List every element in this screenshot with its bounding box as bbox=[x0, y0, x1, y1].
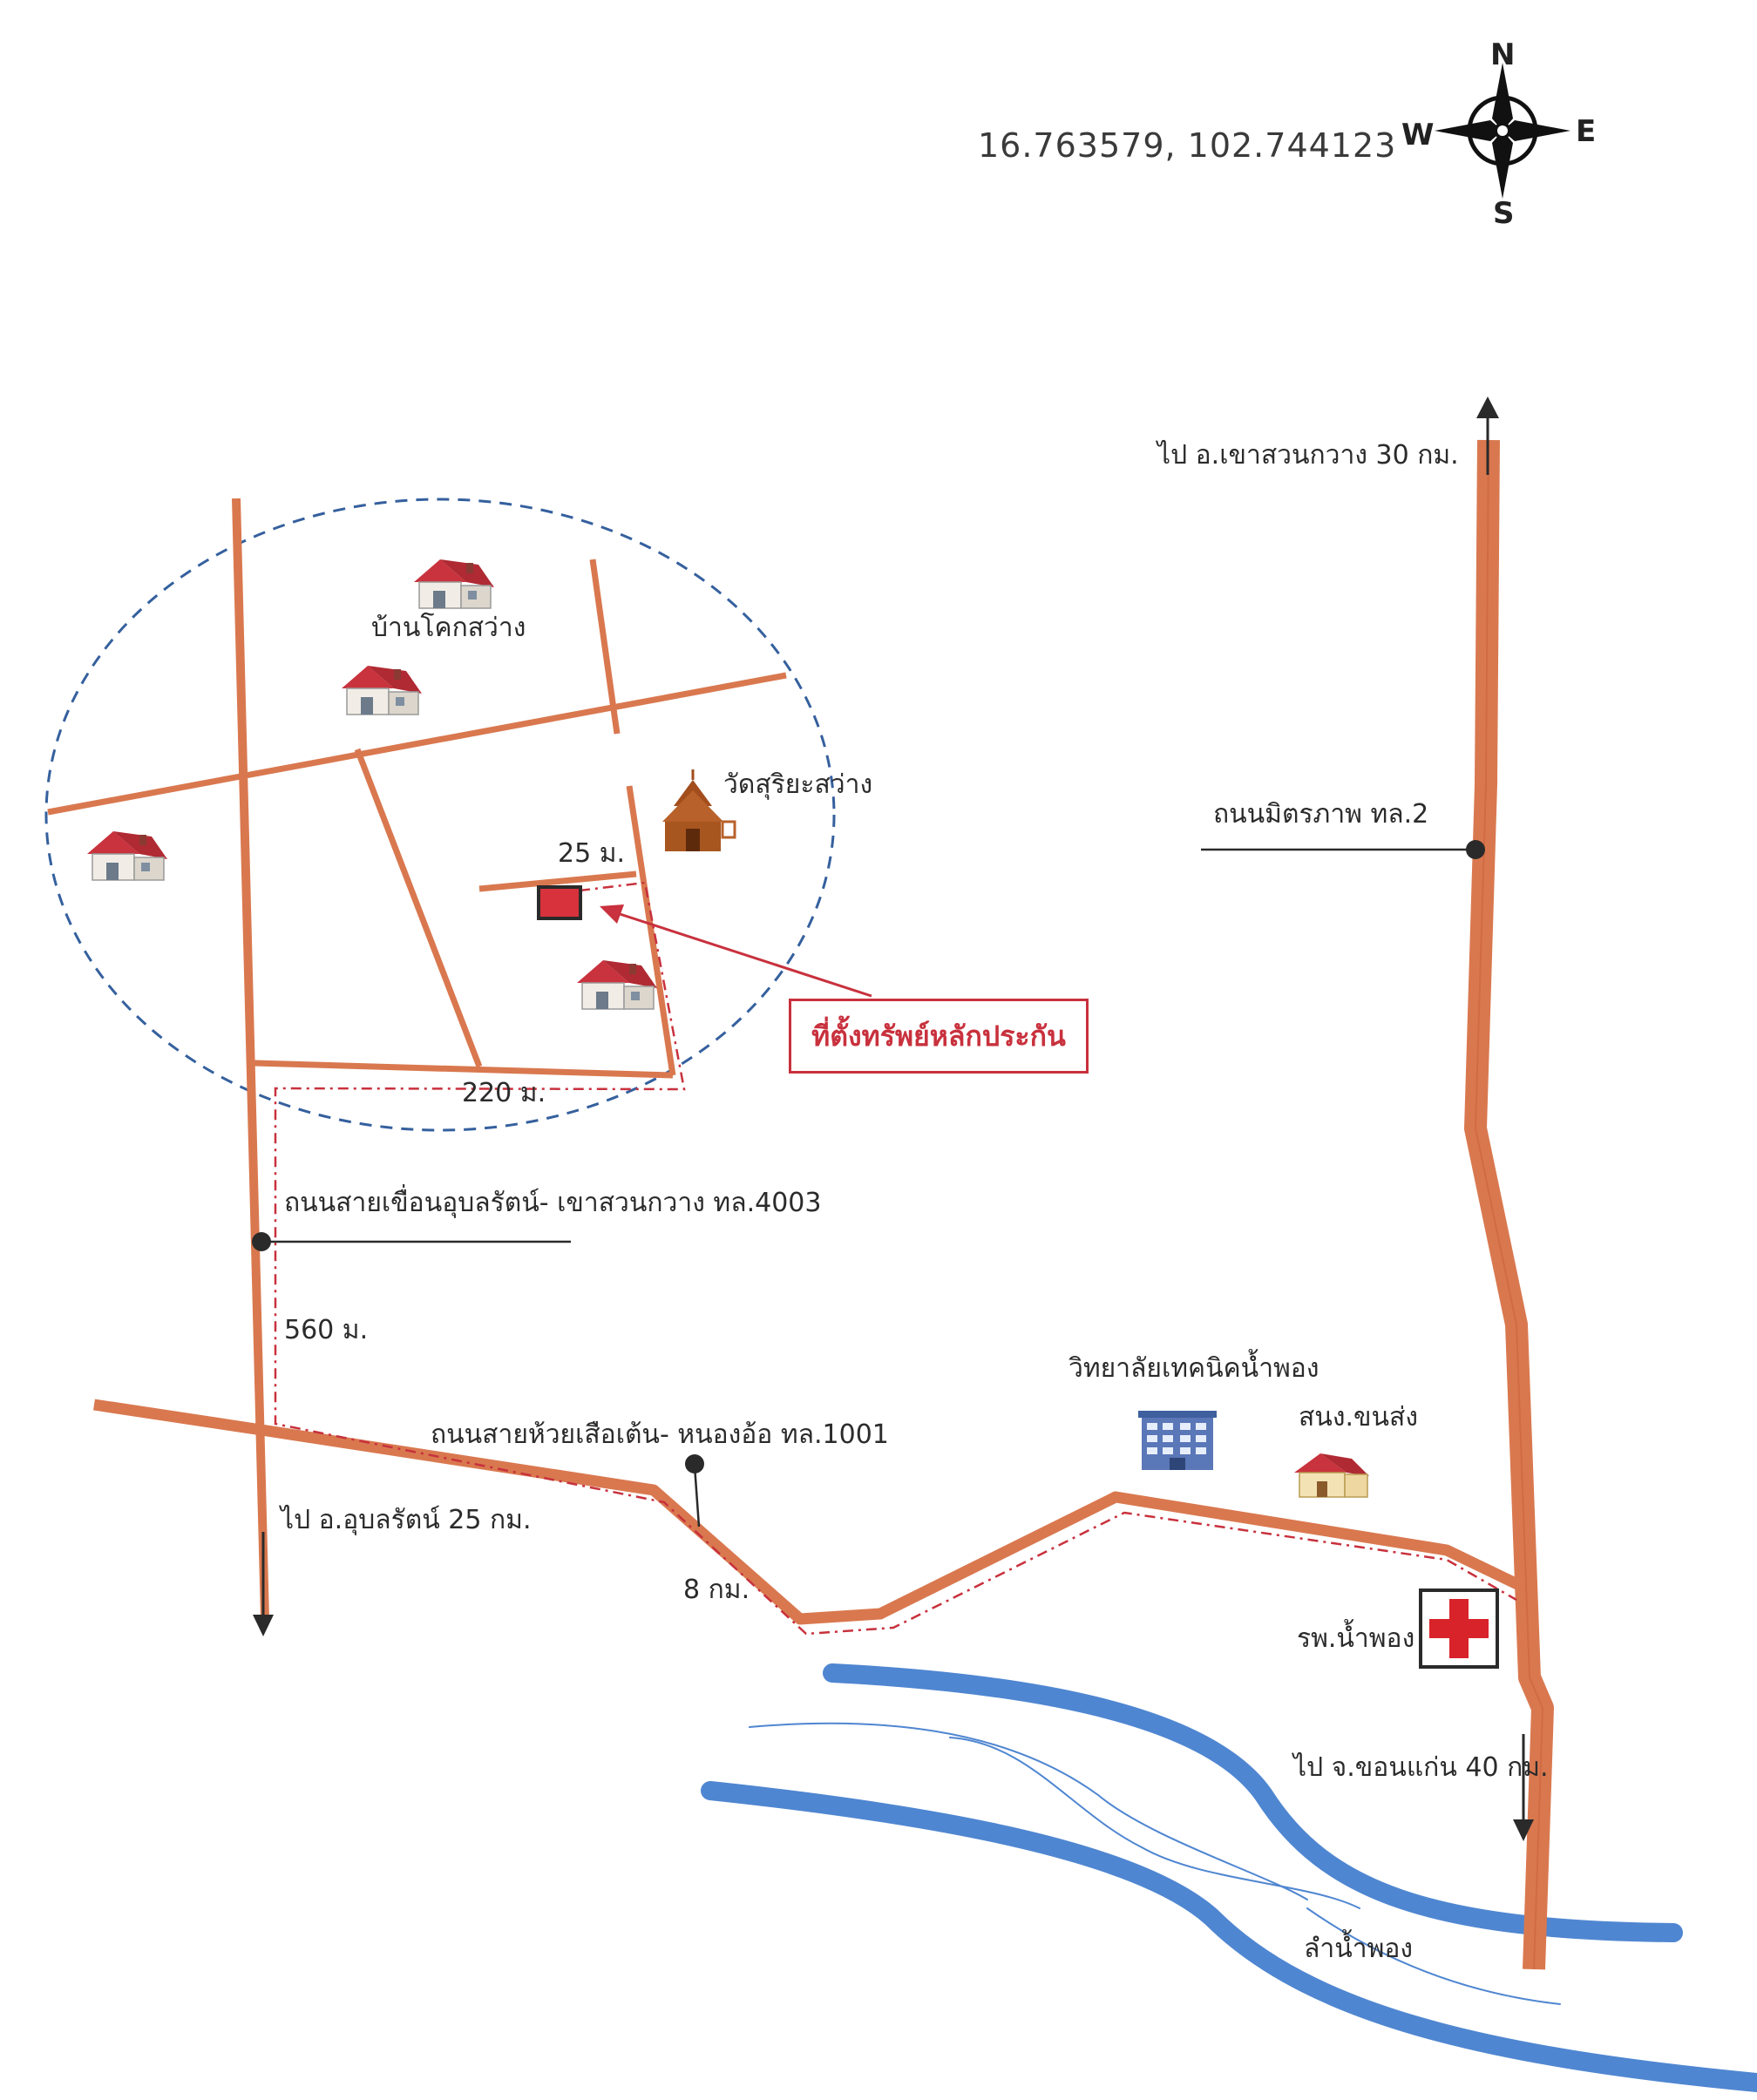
river-stream-2 bbox=[949, 1737, 1360, 1909]
label-to-khao-suan-kwang: ไป อ.เขาสวนกวาง 30 กม. bbox=[1157, 440, 1459, 471]
label-dist-560: 560 ม. bbox=[284, 1315, 369, 1345]
label-road-1001: ถนนสายห้วยเสือเต้น- หนองอ้อ ทล.1001 bbox=[431, 1419, 889, 1450]
river bbox=[701, 1663, 1757, 2092]
coordinates-text: 16.763579, 102.744123 bbox=[978, 126, 1397, 165]
collateral-label-box: ที่ตั้งทรัพย์หลักประกัน bbox=[789, 999, 1089, 1074]
college-building-icon bbox=[1138, 1411, 1217, 1470]
hospital-icon bbox=[1419, 1589, 1499, 1669]
label-to-khon-kaen: ไป จ.ขอนแก่น 40 กม. bbox=[1293, 1752, 1549, 1783]
river-stream-1 bbox=[749, 1722, 1308, 1900]
highway-2-road bbox=[1464, 439, 1554, 1970]
road-1001-marker bbox=[685, 1454, 704, 1473]
house-icon-2 bbox=[341, 665, 423, 715]
river-bank-lower bbox=[701, 1781, 1757, 2092]
label-temple: วัดสุริยะสว่าง bbox=[723, 769, 873, 800]
label-village: บ้านโคกสว่าง bbox=[371, 613, 526, 643]
office-house-icon bbox=[1294, 1453, 1369, 1498]
local-roads bbox=[47, 559, 787, 1079]
north-arrowhead-icon bbox=[1476, 396, 1499, 418]
label-dist-220: 220 ม. bbox=[462, 1078, 546, 1108]
label-transport-office: สนง.ขนส่ง bbox=[1299, 1402, 1418, 1433]
label-to-ubonrat: ไป อ.อุบลรัตน์ 25 กม. bbox=[281, 1505, 532, 1535]
south-arrowhead-icon-left bbox=[253, 1615, 274, 1636]
label-river: ลำน้ำพอง bbox=[1304, 1934, 1414, 1964]
label-college: วิทยาลัยเทคนิคน้ำพอง bbox=[1068, 1353, 1319, 1384]
compass-west-label: W bbox=[1401, 118, 1435, 152]
label-dist-25: 25 ม. bbox=[558, 838, 626, 869]
collateral-pointer-line bbox=[611, 910, 872, 998]
compass-south-label: S bbox=[1493, 196, 1515, 231]
temple-icon bbox=[662, 769, 736, 851]
road-4003 bbox=[232, 498, 269, 1620]
highway-2-marker bbox=[1466, 840, 1485, 859]
house-icon-4 bbox=[576, 959, 658, 1010]
label-road-4003: ถนนสายเขื่อนอุบลรัตน์- เขาสวนกวาง ทล.400… bbox=[284, 1188, 822, 1218]
house-icon-village bbox=[413, 559, 495, 609]
south-arrowhead-icon-right bbox=[1513, 1819, 1534, 1841]
road-1001 bbox=[93, 1399, 1523, 1625]
label-hospital: รพ.น้ำพอง bbox=[1297, 1623, 1415, 1654]
leader-lines bbox=[261, 848, 1475, 1528]
label-dist-8km: 8 กม. bbox=[683, 1575, 750, 1605]
collateral-pointer-arrowhead bbox=[600, 904, 624, 924]
river-stream-3 bbox=[1306, 1907, 1561, 2005]
collateral-label: ที่ตั้งทรัพย์หลักประกัน bbox=[811, 1019, 1066, 1053]
route-path bbox=[274, 881, 1517, 1636]
compass-north-label: N bbox=[1490, 37, 1516, 72]
road-4003-marker bbox=[252, 1232, 271, 1251]
house-icon-3 bbox=[86, 830, 168, 881]
highway-2-road-outline bbox=[1475, 439, 1543, 1970]
direction-arrows bbox=[253, 396, 1534, 1841]
label-friendship-road: ถนนมิตรภาพ ทล.2 bbox=[1213, 799, 1429, 830]
area-dashed-circle bbox=[44, 498, 836, 1132]
compass-east-label: E bbox=[1576, 114, 1597, 149]
compass-rose-icon bbox=[1435, 63, 1570, 199]
collateral-plot bbox=[537, 885, 582, 920]
river-bank-upper bbox=[823, 1663, 1683, 1942]
